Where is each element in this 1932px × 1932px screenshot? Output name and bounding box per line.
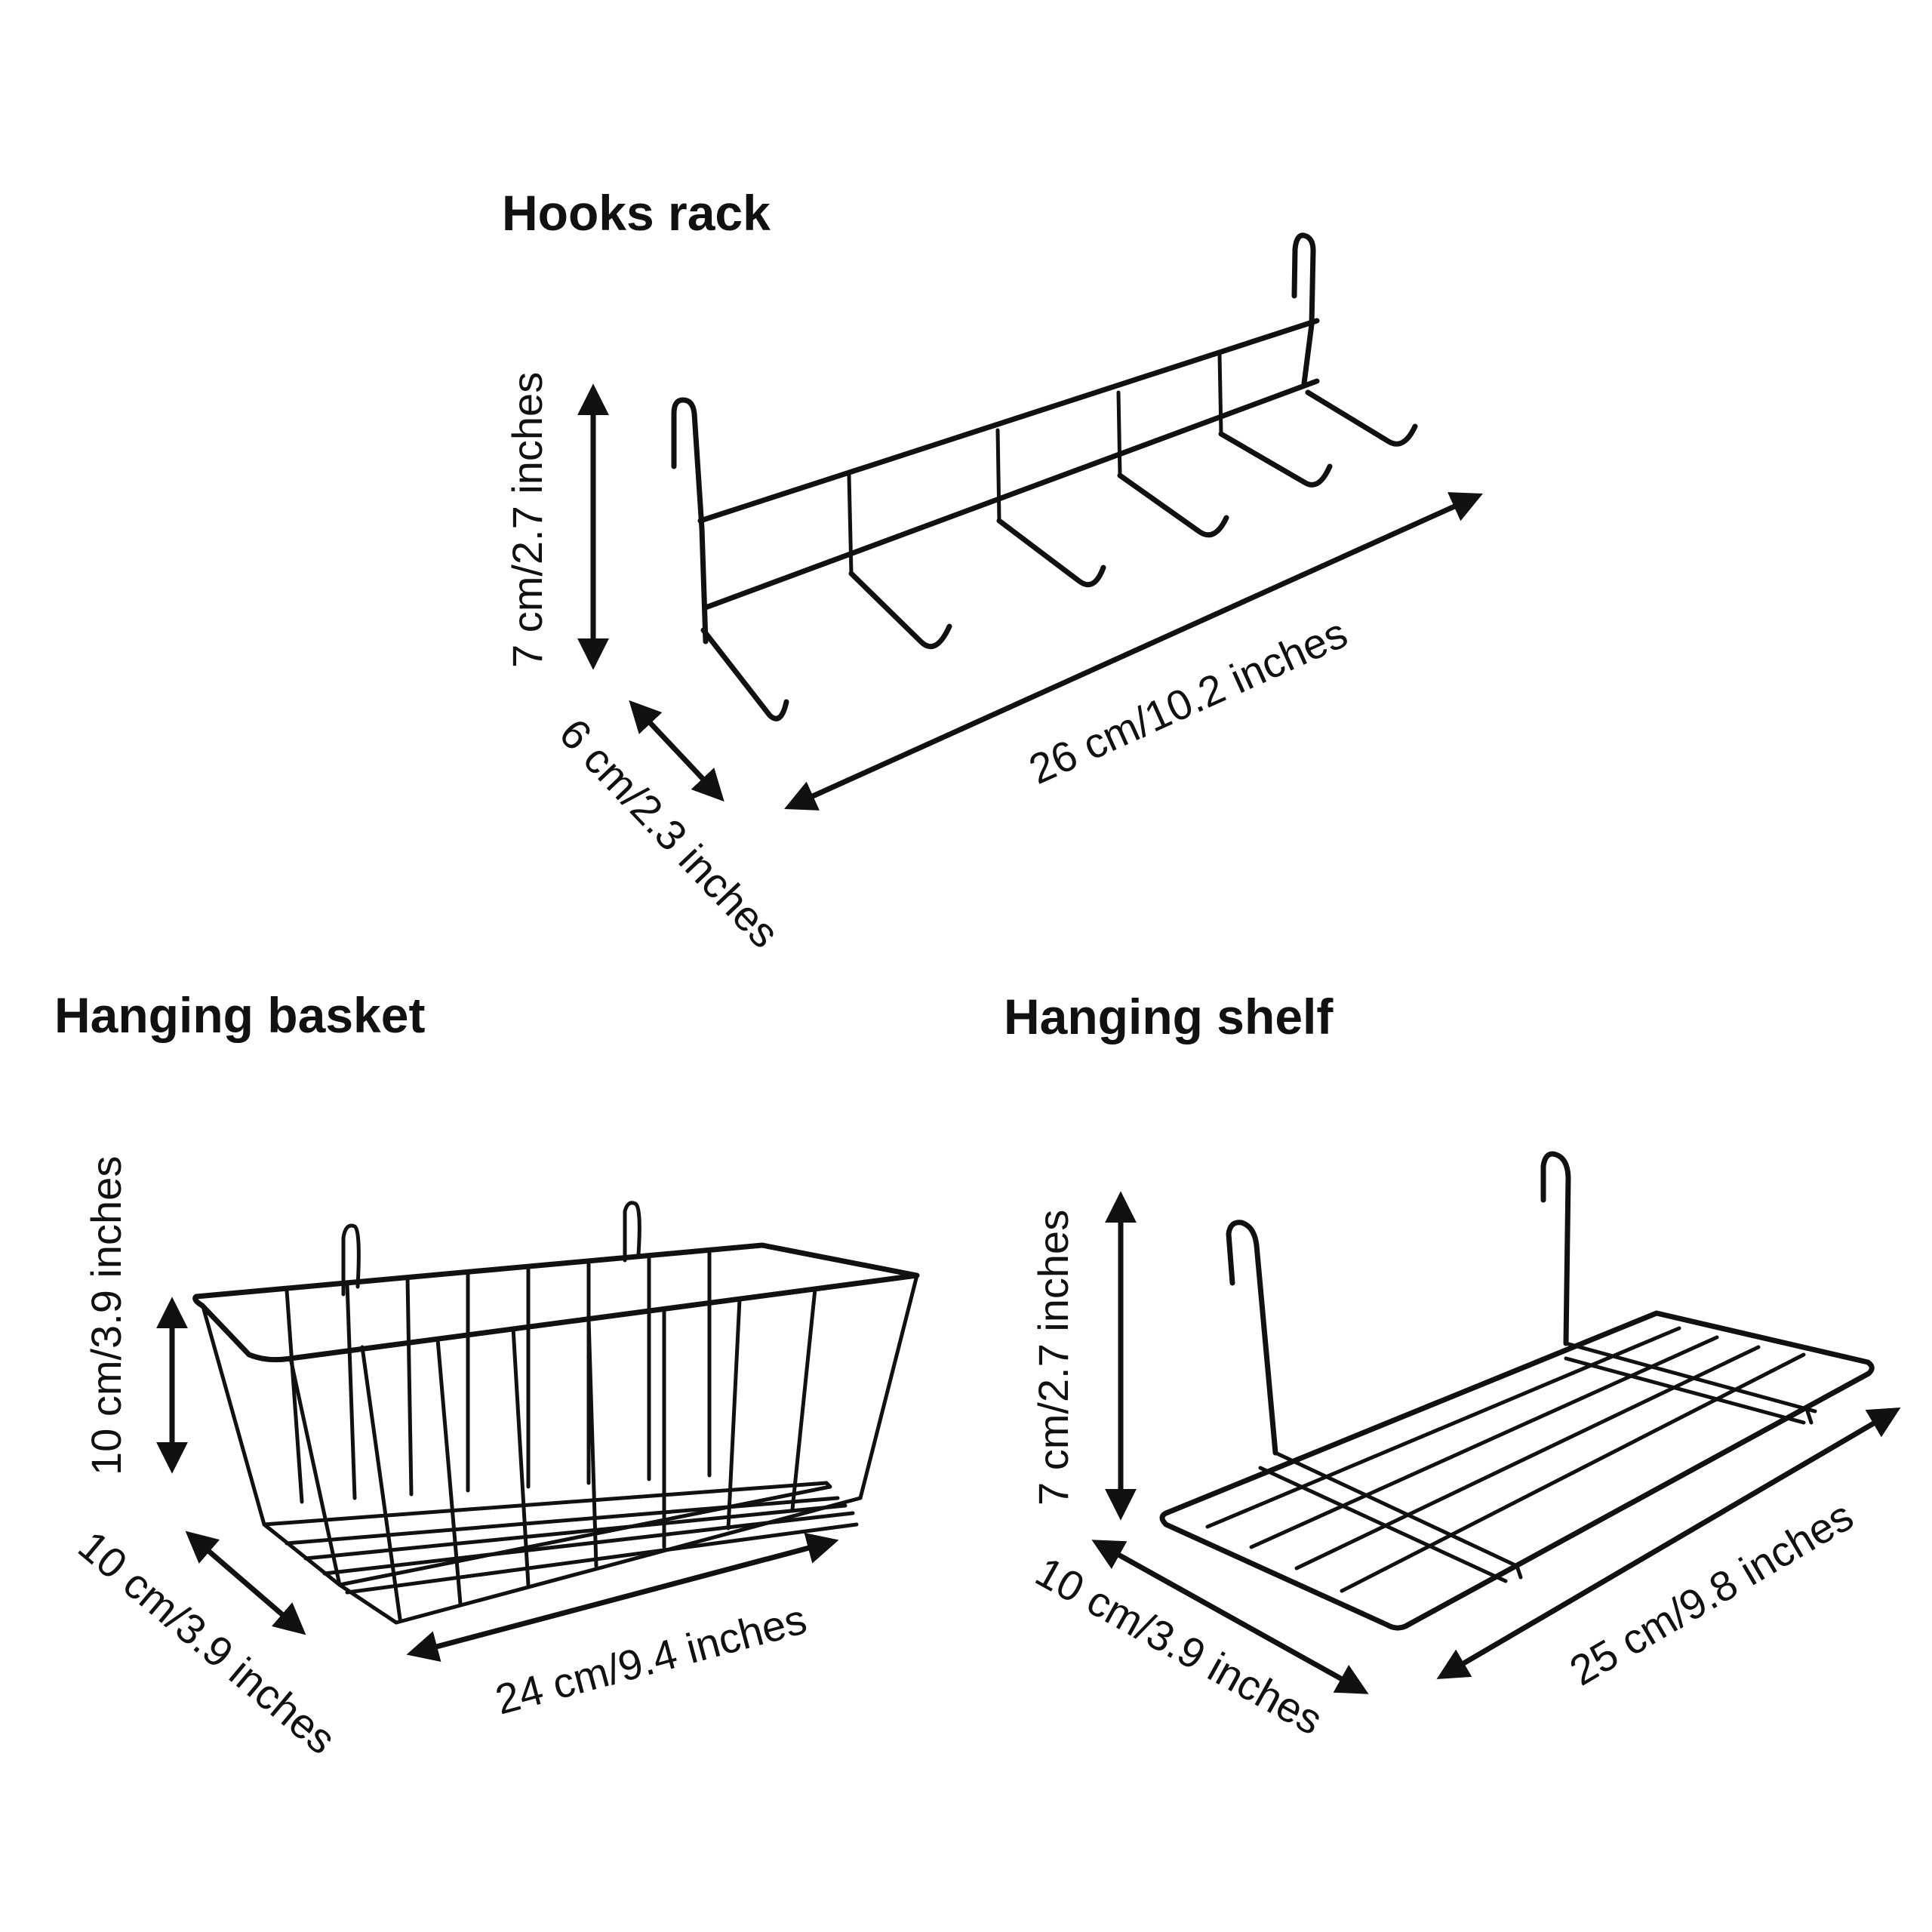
- hanging-shelf-section: Hanging shelf 7 cm/2.7 inches 10 cm/3.9 …: [1004, 989, 1901, 1744]
- hanging-basket-image: [192, 1201, 920, 1625]
- hanging-basket-depth-arrow: [185, 1531, 306, 1635]
- hanging-shelf-height-label: 7 cm/2.7 inches: [1029, 1210, 1077, 1506]
- hooks-rack-title: Hooks rack: [502, 185, 771, 241]
- hanging-basket-section: Hanging basket 10 cm/3.9 inches 10 cm/3.…: [54, 987, 920, 1763]
- hanging-shelf-title: Hanging shelf: [1004, 989, 1334, 1044]
- hanging-basket-height-label: 10 cm/3.9 inches: [82, 1156, 130, 1475]
- hanging-shelf-image: [1159, 1151, 1875, 1631]
- hooks-rack-section: Hooks rack 7 cm/2.7 inches 6 cm/2.3 inch…: [502, 185, 1483, 957]
- hooks-rack-height-label: 7 cm/2.7 inches: [503, 372, 551, 668]
- hanging-basket-width-label: 24 cm/9.4 inches: [491, 1595, 811, 1723]
- hooks-rack-depth-arrow: [629, 700, 724, 802]
- hanging-basket-title: Hanging basket: [54, 987, 425, 1043]
- hooks-rack-image: [671, 232, 1418, 721]
- hooks-rack-width-arrow: [784, 492, 1483, 811]
- hanging-shelf-width-label: 25 cm/9.8 inches: [1561, 1491, 1861, 1694]
- hooks-rack-width-label: 26 cm/10.2 inches: [1022, 608, 1354, 792]
- hanging-basket-width-arrow: [406, 1532, 839, 1663]
- hanging-shelf-width-arrow: [1436, 1407, 1901, 1679]
- hanging-shelf-depth-arrow: [1091, 1540, 1369, 1694]
